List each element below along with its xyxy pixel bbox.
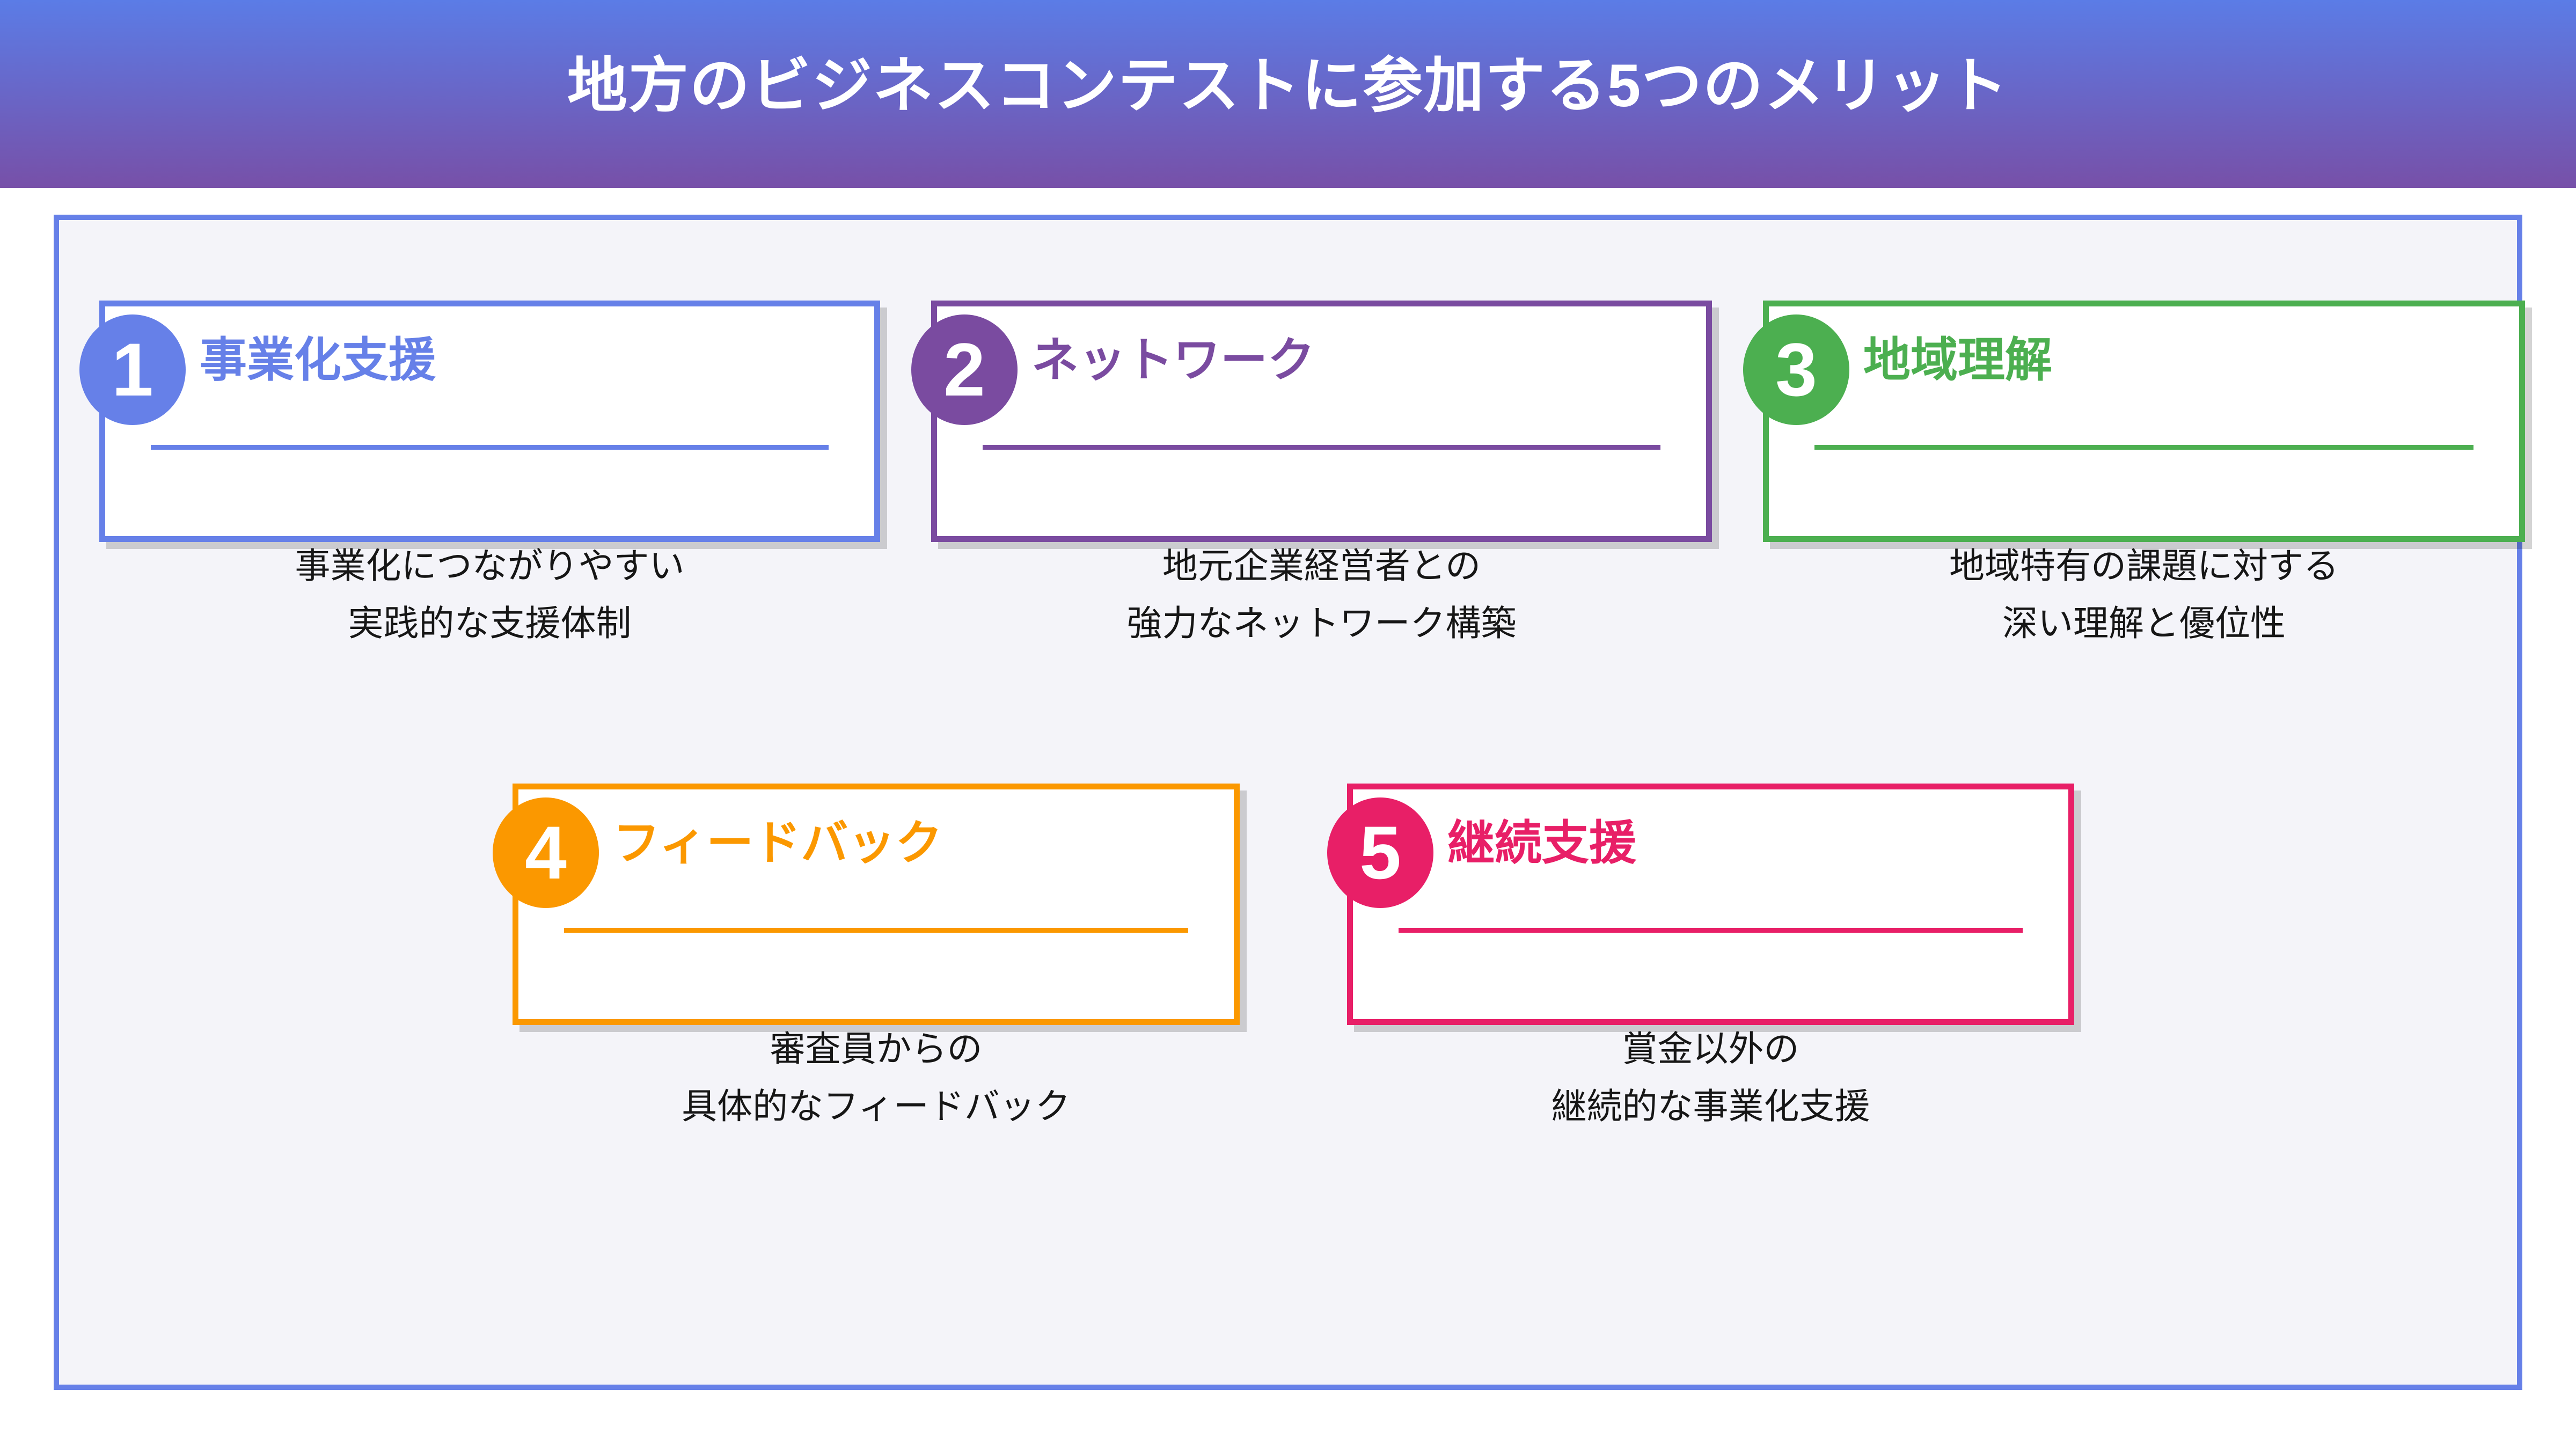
card-number-badge-3: 3 [1743,314,1849,425]
card-number-badge-1: 1 [79,314,186,425]
card-header-1: 1 事業化支援 [79,306,874,443]
card-body-line-1: 賞金以外の [1622,1029,1799,1069]
cards-board: 1 事業化支援 事業化につながりやすい 実践的な支援体制 2 ネットワーク 地元… [54,215,2525,1390]
card-body-5: 賞金以外の 継続的な事業化支援 [1353,1020,2068,1135]
card-header-5: 5 継続支援 [1327,789,2068,926]
page-header: 地方のビジネスコンテストに参加する5つのメリット [0,0,2576,188]
card-body-line-2: 具体的なフィードバック [682,1086,1071,1126]
card-header-3: 3 地域理解 [1743,306,2519,443]
benefit-card-1[interactable]: 1 事業化支援 事業化につながりやすい 実践的な支援体制 [79,301,880,643]
card-body-2: 地元企業経営者との 強力なネットワーク構築 [937,537,1706,652]
card-divider-3 [1814,445,2473,450]
card-divider-1 [151,445,829,450]
benefit-card-2[interactable]: 2 ネットワーク 地元企業経営者との 強力なネットワーク構築 [911,301,1712,643]
card-body-line-2: 深い理解と優位性 [2002,603,2286,643]
card-header-4: 4 フィードバック [493,789,1234,926]
card-body-line-2: 継続的な事業化支援 [1551,1086,1870,1126]
benefit-card-4[interactable]: 4 フィードバック 審査員からの 具体的なフィードバック [493,784,1240,1126]
card-title-5: 継続支援 [1447,816,1637,869]
card-body-3: 地域特有の課題に対する 深い理解と優位性 [1769,537,2519,652]
card-divider-5 [1399,928,2023,933]
page-title: 地方のビジネスコンテストに参加する5つのメリット [567,52,2009,120]
card-body-line-1: 事業化につながりやすい [295,546,685,586]
card-body-line-2: 強力なネットワーク構築 [1126,603,1517,643]
benefit-card-3[interactable]: 3 地域理解 地域特有の課題に対する 深い理解と優位性 [1743,301,2525,643]
card-header-2: 2 ネットワーク [911,306,1706,443]
card-title-4: フィードバック [613,816,943,869]
card-number-badge-2: 2 [911,314,1018,425]
card-number-badge-5: 5 [1327,797,1433,908]
card-divider-2 [983,445,1660,450]
card-body-line-2: 実践的な支援体制 [348,603,632,643]
card-body-line-1: 地元企業経営者との [1162,546,1481,586]
card-title-3: 地域理解 [1863,333,2053,386]
card-body-line-1: 審査員からの [770,1029,983,1069]
card-divider-4 [564,928,1188,933]
card-body-4: 審査員からの 具体的なフィードバック [518,1020,1234,1135]
card-title-2: ネットワーク [1031,333,1315,386]
benefit-card-5[interactable]: 5 継続支援 賞金以外の 継続的な事業化支援 [1327,784,2074,1126]
card-body-1: 事業化につながりやすい 実践的な支援体制 [105,537,874,652]
card-title-1: 事業化支援 [200,333,436,386]
card-body-line-1: 地域特有の課題に対する [1949,546,2339,586]
card-number-badge-4: 4 [493,797,599,908]
